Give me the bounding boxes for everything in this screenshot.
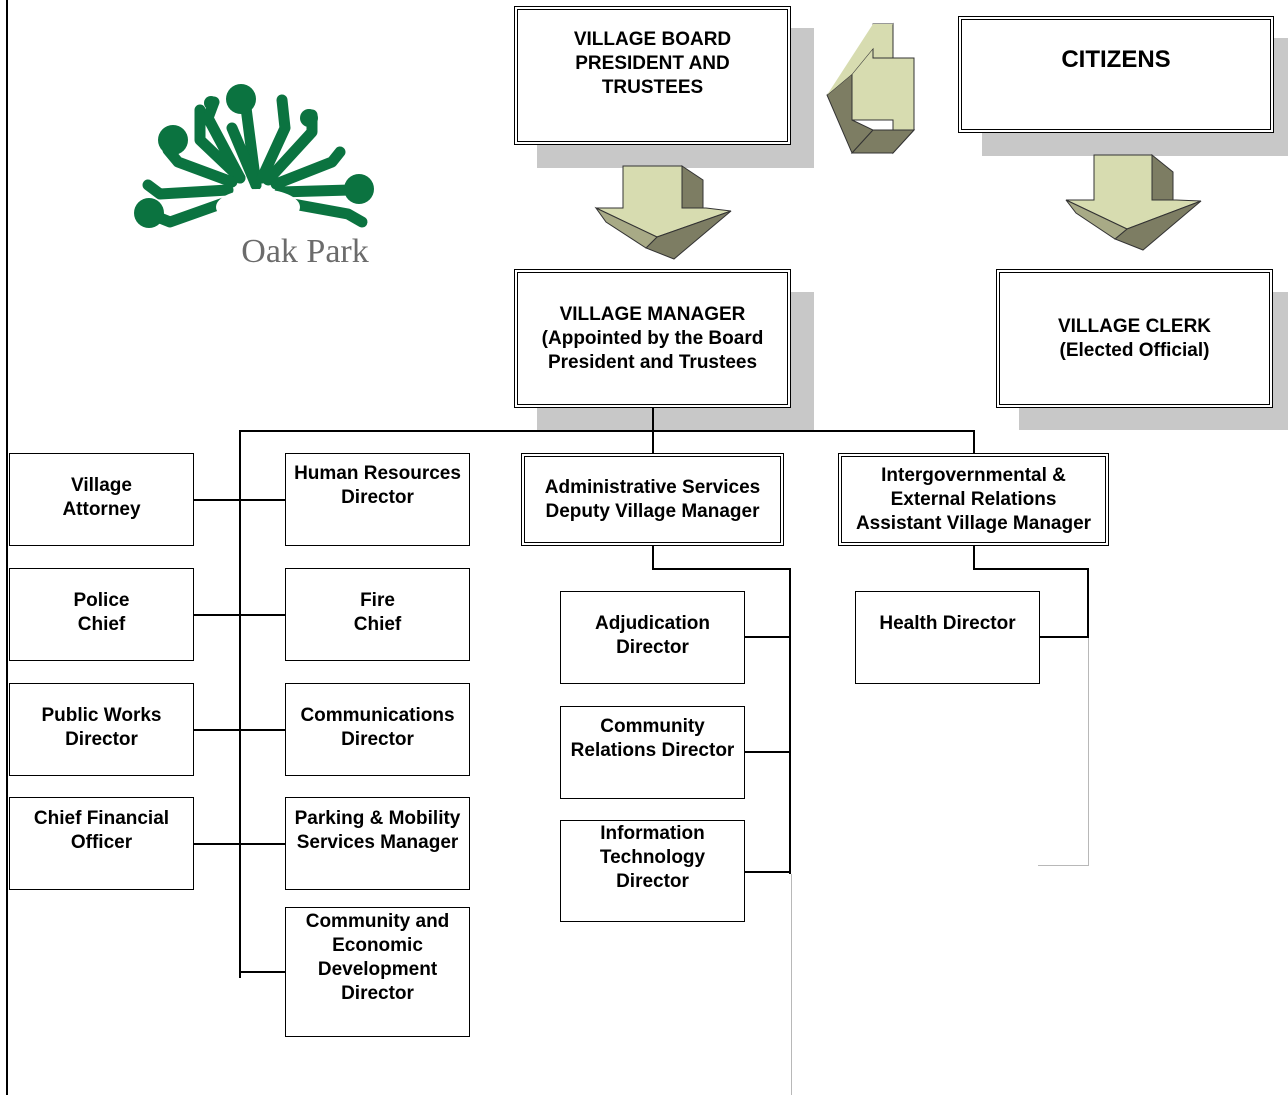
arrows — [594, 22, 1202, 260]
ced-director-box: Community and Economic Development Direc… — [285, 907, 470, 1037]
cfo-box: Chief Financial Officer — [9, 797, 194, 890]
village-attorney-box: Village Attorney — [9, 453, 194, 546]
public-works-box: Public Works Director — [9, 683, 194, 776]
citizens-box: CITIZENS — [958, 16, 1274, 133]
tree-dots — [134, 84, 374, 228]
village-clerk-box: VILLAGE CLERK (Elected Official) — [996, 269, 1273, 408]
down-arrow-icon — [1065, 153, 1202, 251]
police-chief-box: Police Chief — [9, 568, 194, 661]
intergovernmental-box: Intergovernmental & External Relations A… — [838, 453, 1109, 546]
it-director-box: Information Technology Director — [560, 820, 745, 922]
community-relations-box: Community Relations Director — [560, 706, 745, 799]
parking-mobility-box: Parking & Mobility Services Manager — [285, 797, 470, 890]
fire-chief-box: Fire Chief — [285, 568, 470, 661]
down-arrow-icon — [594, 165, 732, 260]
oak-park-logo: Oak Park — [134, 84, 374, 270]
adjudication-director-box: Adjudication Director — [560, 591, 745, 684]
admin-services-box: Administrative Services Deputy Village M… — [521, 453, 784, 546]
village-board-box: VILLAGE BOARD PRESIDENT AND TRUSTEES — [514, 6, 791, 145]
communications-director-box: Communications Director — [285, 683, 470, 776]
logo-text: Oak Park — [241, 233, 368, 270]
hr-director-box: Human Resources Director — [285, 453, 470, 546]
village-manager-box: VILLAGE MANAGER (Appointed by the Board … — [514, 269, 791, 408]
page-frame-line — [6, 0, 8, 1095]
left-arrow-icon — [826, 22, 916, 155]
health-director-box: Health Director — [855, 591, 1040, 684]
